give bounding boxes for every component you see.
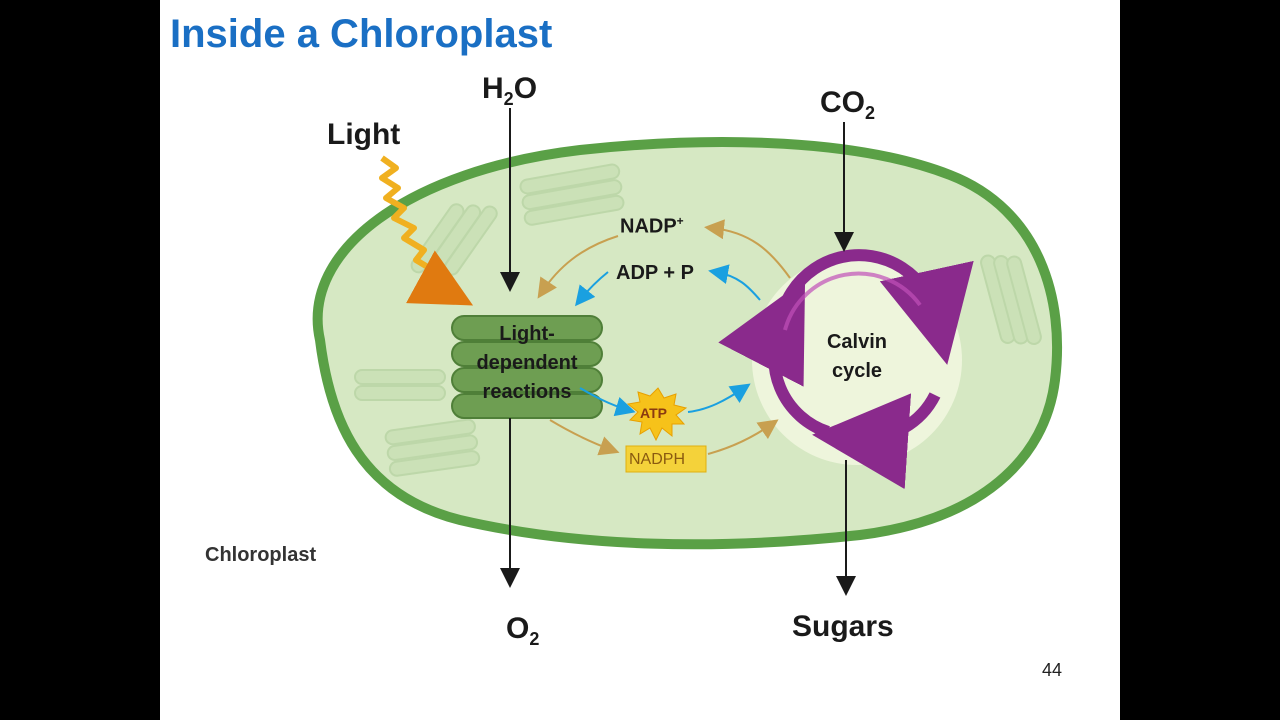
atp-label: ATP	[640, 405, 667, 421]
thylakoid-stack	[451, 315, 603, 419]
chloroplast-label: Chloroplast	[205, 544, 317, 566]
light-dependent-line1: Light-	[499, 323, 555, 345]
calvin-line1: Calvin	[826, 331, 888, 353]
co2-label: CO2	[820, 86, 875, 124]
water-label: H2O	[482, 72, 537, 110]
co2-main: CO	[820, 86, 865, 119]
nadph-box	[625, 445, 707, 473]
calvin-cycle-label: Calvin cycle	[807, 328, 907, 386]
water-sub: 2	[503, 89, 514, 109]
atp-burst	[626, 387, 688, 442]
o2-main: O	[506, 612, 530, 645]
nadp-main: NADP	[620, 215, 677, 238]
o2-label: O2	[506, 612, 539, 650]
slide-title: Inside a Chloroplast	[170, 12, 553, 56]
light-label: Light	[327, 118, 401, 151]
sugars-label: Sugars	[792, 610, 894, 643]
nadph-label: NADPH	[629, 451, 686, 468]
nadp-label: NADP+	[620, 214, 684, 239]
light-dependent-label: Light- dependent reactions	[452, 320, 602, 407]
water-end: O	[513, 72, 538, 105]
light-wave	[379, 155, 474, 306]
water-main: H	[482, 72, 504, 105]
o2-sub: 2	[529, 629, 540, 649]
calvin-line2: cycle	[831, 360, 883, 382]
light-dependent-line2: dependent	[476, 352, 578, 374]
page-number: 44	[1041, 660, 1062, 680]
co2-sub: 2	[865, 103, 876, 123]
light-dependent-line3: reactions	[482, 381, 572, 403]
slide: Inside a Chloroplast Light H2O CO2 O2 Su…	[160, 0, 1120, 720]
nadp-sup: +	[676, 214, 684, 228]
adp-label: ADP + P	[616, 262, 694, 284]
chloroplast-diagram	[312, 108, 1063, 596]
